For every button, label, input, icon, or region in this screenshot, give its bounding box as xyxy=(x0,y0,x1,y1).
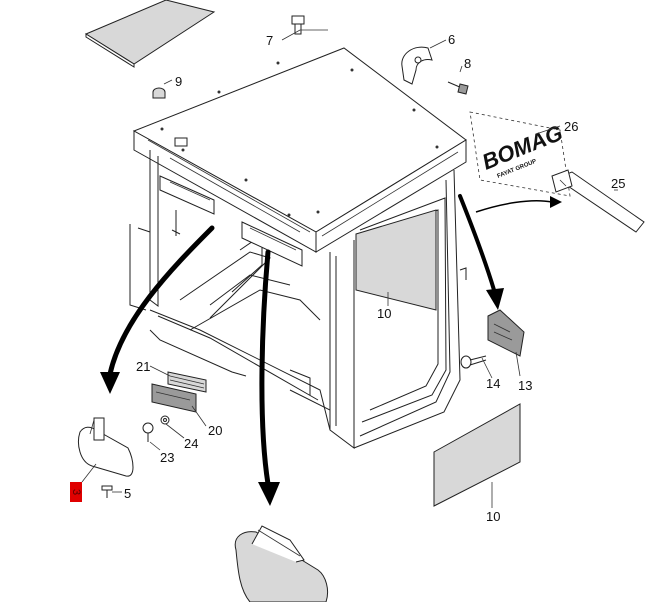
panel-top-left[interactable] xyxy=(84,0,216,68)
panel-10-loose[interactable] xyxy=(433,403,521,507)
bracket-6[interactable] xyxy=(401,46,433,85)
callout-25: 25 xyxy=(611,176,625,191)
cab-roof[interactable] xyxy=(132,47,467,253)
screw-5[interactable] xyxy=(101,485,113,498)
callout-14: 14 xyxy=(486,376,500,391)
rivet-14[interactable] xyxy=(460,355,487,369)
callout-10-cab: 10 xyxy=(377,306,391,321)
callout-10-loose: 10 xyxy=(486,509,500,524)
callout-26: 26 xyxy=(564,119,578,134)
plate-13[interactable] xyxy=(487,309,525,357)
leader-lines xyxy=(81,29,618,508)
callout-7: 7 xyxy=(266,33,273,48)
screw-23[interactable] xyxy=(142,422,154,442)
callout-5: 5 xyxy=(124,486,131,501)
highlight-box xyxy=(70,482,82,502)
washer-24[interactable] xyxy=(160,415,170,425)
callout-13: 13 xyxy=(518,378,532,393)
bolt-7[interactable] xyxy=(291,15,305,35)
strip-25[interactable] xyxy=(551,169,645,233)
screw-8[interactable] xyxy=(447,81,469,95)
lamp-21[interactable] xyxy=(167,371,207,393)
callout-3-highlight[interactable]: 3 xyxy=(70,482,82,502)
sun-visor[interactable] xyxy=(234,525,329,602)
callout-24: 24 xyxy=(184,436,198,451)
callout-6: 6 xyxy=(448,32,455,47)
arrow-to-plate xyxy=(458,194,504,310)
arrow-to-visor xyxy=(258,249,280,506)
callout-3: 3 xyxy=(70,489,82,495)
window-panel-cab[interactable] xyxy=(355,209,437,311)
callout-9: 9 xyxy=(175,74,182,89)
arrow-to-strip xyxy=(475,196,562,213)
callout-8: 8 xyxy=(464,56,471,71)
arrow-to-mirror xyxy=(100,225,215,394)
mirror-3[interactable] xyxy=(78,417,134,477)
callout-20: 20 xyxy=(208,423,222,438)
plug-9[interactable] xyxy=(152,87,166,99)
callout-23: 23 xyxy=(160,450,174,465)
callout-21: 21 xyxy=(136,359,150,374)
